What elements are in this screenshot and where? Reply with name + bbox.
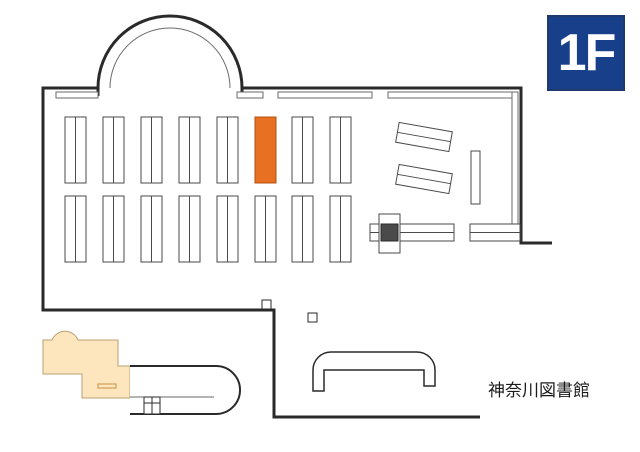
top-wall-segment [387, 91, 513, 99]
floor-label: 1F [557, 24, 617, 82]
pillar [307, 312, 318, 323]
angled-shelf-1 [395, 121, 453, 153]
east-wall [242, 86, 552, 245]
service-counter [369, 213, 455, 254]
shelf-top-6-highlighted[interactable] [254, 116, 277, 184]
floor-badge: 1F [547, 15, 625, 91]
shelf-row-bottom [64, 195, 352, 263]
east-counter [469, 223, 521, 242]
top-wall-segment [277, 91, 373, 99]
pillar [261, 299, 272, 310]
top-wall-segment [236, 91, 264, 99]
annex-area [42, 330, 131, 399]
angled-shelf-2 [395, 163, 453, 195]
u-shaped-bench [312, 351, 436, 392]
main-outer-wall [41, 86, 480, 419]
narrow-shelf [470, 150, 481, 205]
east-inner-wall [511, 91, 519, 239]
annex-marker [97, 383, 117, 389]
counter-dark-block [380, 223, 399, 242]
building-name: 神奈川図書館 [488, 381, 590, 401]
rotunda-wall [96, 14, 244, 89]
rotunda-inner-wall [109, 27, 231, 89]
shelf-row-top [64, 116, 352, 184]
top-wall-segment [55, 91, 99, 99]
